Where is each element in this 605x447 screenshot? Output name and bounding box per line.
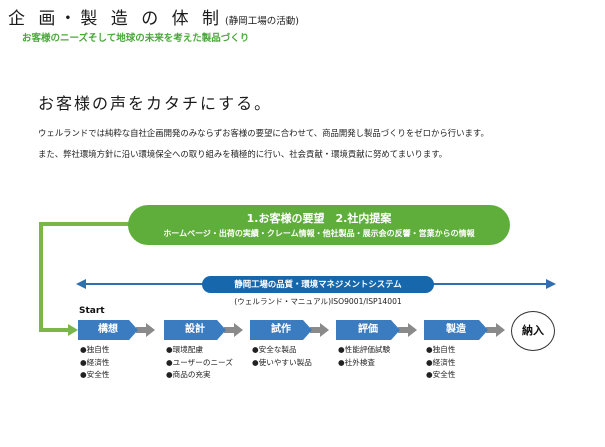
note-item: ●経済性 (80, 357, 110, 367)
step-planning-notes: ●独自性 ●経済性 ●安全性 (80, 344, 109, 382)
note-item: ●経済性 (426, 357, 456, 367)
input-box-sources: ホームページ・出荷の実績・クレーム情報・他社製品・展示会の反響・営業からの情報 (163, 229, 475, 238)
note-item: ●独自性 (426, 345, 456, 354)
step-connector-2 (224, 323, 243, 337)
step-connector-3 (310, 323, 329, 337)
note-item: ●使いやすい製品 (252, 357, 312, 367)
step-design-notes: ●環境配慮 ●ユーザーのニーズ ●商品の充実 (166, 344, 233, 382)
step-manufacturing: 製造 (424, 320, 488, 340)
management-system-label: 静岡工場の品質・環境マネジメントシステム (202, 276, 434, 293)
step-prototype: 試作 (250, 320, 312, 340)
step-design: 設計 (164, 320, 226, 340)
note-item: ●環境配慮 (166, 345, 204, 354)
section-heading: お客様の声をカタチにする。 (38, 94, 273, 113)
system-arrow-left (76, 279, 86, 289)
note-item: ●安全な製品 (252, 345, 297, 354)
note-item: ●社外検査 (338, 357, 376, 367)
tagline: お客様のニーズそして地球の未来を考えた製品づくり (22, 33, 250, 44)
step-prototype-notes: ●安全な製品 ●使いやすい製品 (252, 344, 312, 369)
input-box-title: 1.お客様の要望 2.社内提案 (246, 212, 392, 225)
step-connector-4 (398, 323, 417, 337)
step-connectors (136, 323, 505, 337)
system-arrow-right (546, 279, 556, 289)
step-manufacturing-notes: ●独自性 ●経済性 ●安全性 (426, 344, 455, 382)
step-connector-5 (486, 323, 505, 337)
delivery-node: 納入 (511, 311, 555, 351)
intro-paragraph-2: また、弊社環境方針に沿い環境保全への取り組みを積極的に行い、社会貢献・環境貢献に… (38, 149, 448, 159)
page-title: 企 画・製 造 の 体 制(静岡工場の活動) (8, 4, 299, 29)
step-planning: 構想 (78, 320, 138, 340)
step-evaluation: 評価 (336, 320, 400, 340)
start-label: Start (79, 306, 105, 316)
note-item: ●安全性 (426, 370, 456, 379)
title-text: 企 画・製 造 の 体 制 (8, 9, 224, 29)
note-item: ●性能評価試験 (338, 345, 391, 354)
step-evaluation-notes: ●性能評価試験 ●社外検査 (338, 344, 390, 369)
note-item: ●独自性 (80, 345, 110, 354)
note-item: ●ユーザーのニーズ (166, 357, 233, 367)
input-connector-arrowhead (68, 324, 78, 336)
management-system-standards: (ウェルランド・マニュアル)ISO9001/ISP14001 (234, 297, 402, 306)
note-item: ●安全性 (80, 370, 110, 379)
customer-input-box: 1.お客様の要望 2.社内提案 ホームページ・出荷の実績・クレーム情報・他社製品… (128, 205, 510, 245)
input-connector-line (39, 222, 130, 332)
title-subtitle: (静岡工場の活動) (225, 16, 299, 27)
note-item: ●商品の充実 (166, 370, 211, 379)
step-connector-1 (136, 323, 155, 337)
intro-paragraph-1: ウェルランドでは純粋な自社企画開発のみならずお客様の要望に合わせて、商品開発し製… (38, 128, 489, 138)
